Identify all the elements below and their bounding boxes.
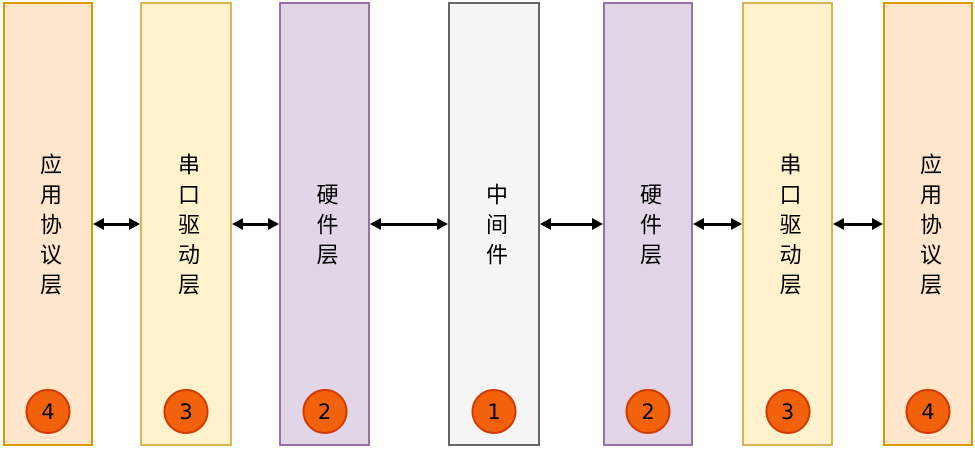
layer-number-badge: 2: [302, 389, 347, 434]
bidirectional-arrow-icon: [833, 218, 883, 230]
bidirectional-arrow-icon: [370, 218, 448, 230]
layer-box-hardware-right: 硬件层 2: [603, 2, 693, 446]
layer-number-badge: 1: [471, 389, 517, 434]
layer-box-hardware-left: 硬件层 2: [279, 2, 370, 446]
layer-number-badge: 3: [765, 389, 810, 434]
layer-label: 中间件: [482, 183, 507, 273]
layer-box-app-protocol-left: 应用协议层 4: [3, 2, 93, 446]
layer-box-serial-driver-right: 串口驱动层 3: [742, 2, 833, 446]
layer-box-middleware: 中间件 1: [448, 2, 540, 446]
bidirectional-arrow-icon: [540, 218, 603, 230]
layer-box-serial-driver-left: 串口驱动层 3: [140, 2, 232, 446]
layer-label: 硬件层: [636, 183, 661, 273]
layer-number-badge: 3: [163, 389, 209, 434]
layer-number-badge: 4: [905, 389, 951, 434]
layer-box-app-protocol-right: 应用协议层 4: [883, 2, 973, 446]
bidirectional-arrow-icon: [693, 218, 742, 230]
bidirectional-arrow-icon: [93, 218, 140, 230]
layer-label: 硬件层: [312, 183, 338, 273]
layer-label: 应用协议层: [916, 153, 941, 303]
layer-label: 串口驱动层: [775, 153, 801, 303]
layer-label: 串口驱动层: [174, 153, 199, 303]
layer-number-badge: 4: [25, 389, 71, 434]
layer-label: 应用协议层: [36, 153, 61, 303]
bidirectional-arrow-icon: [232, 218, 279, 230]
layer-number-badge: 2: [625, 389, 671, 434]
